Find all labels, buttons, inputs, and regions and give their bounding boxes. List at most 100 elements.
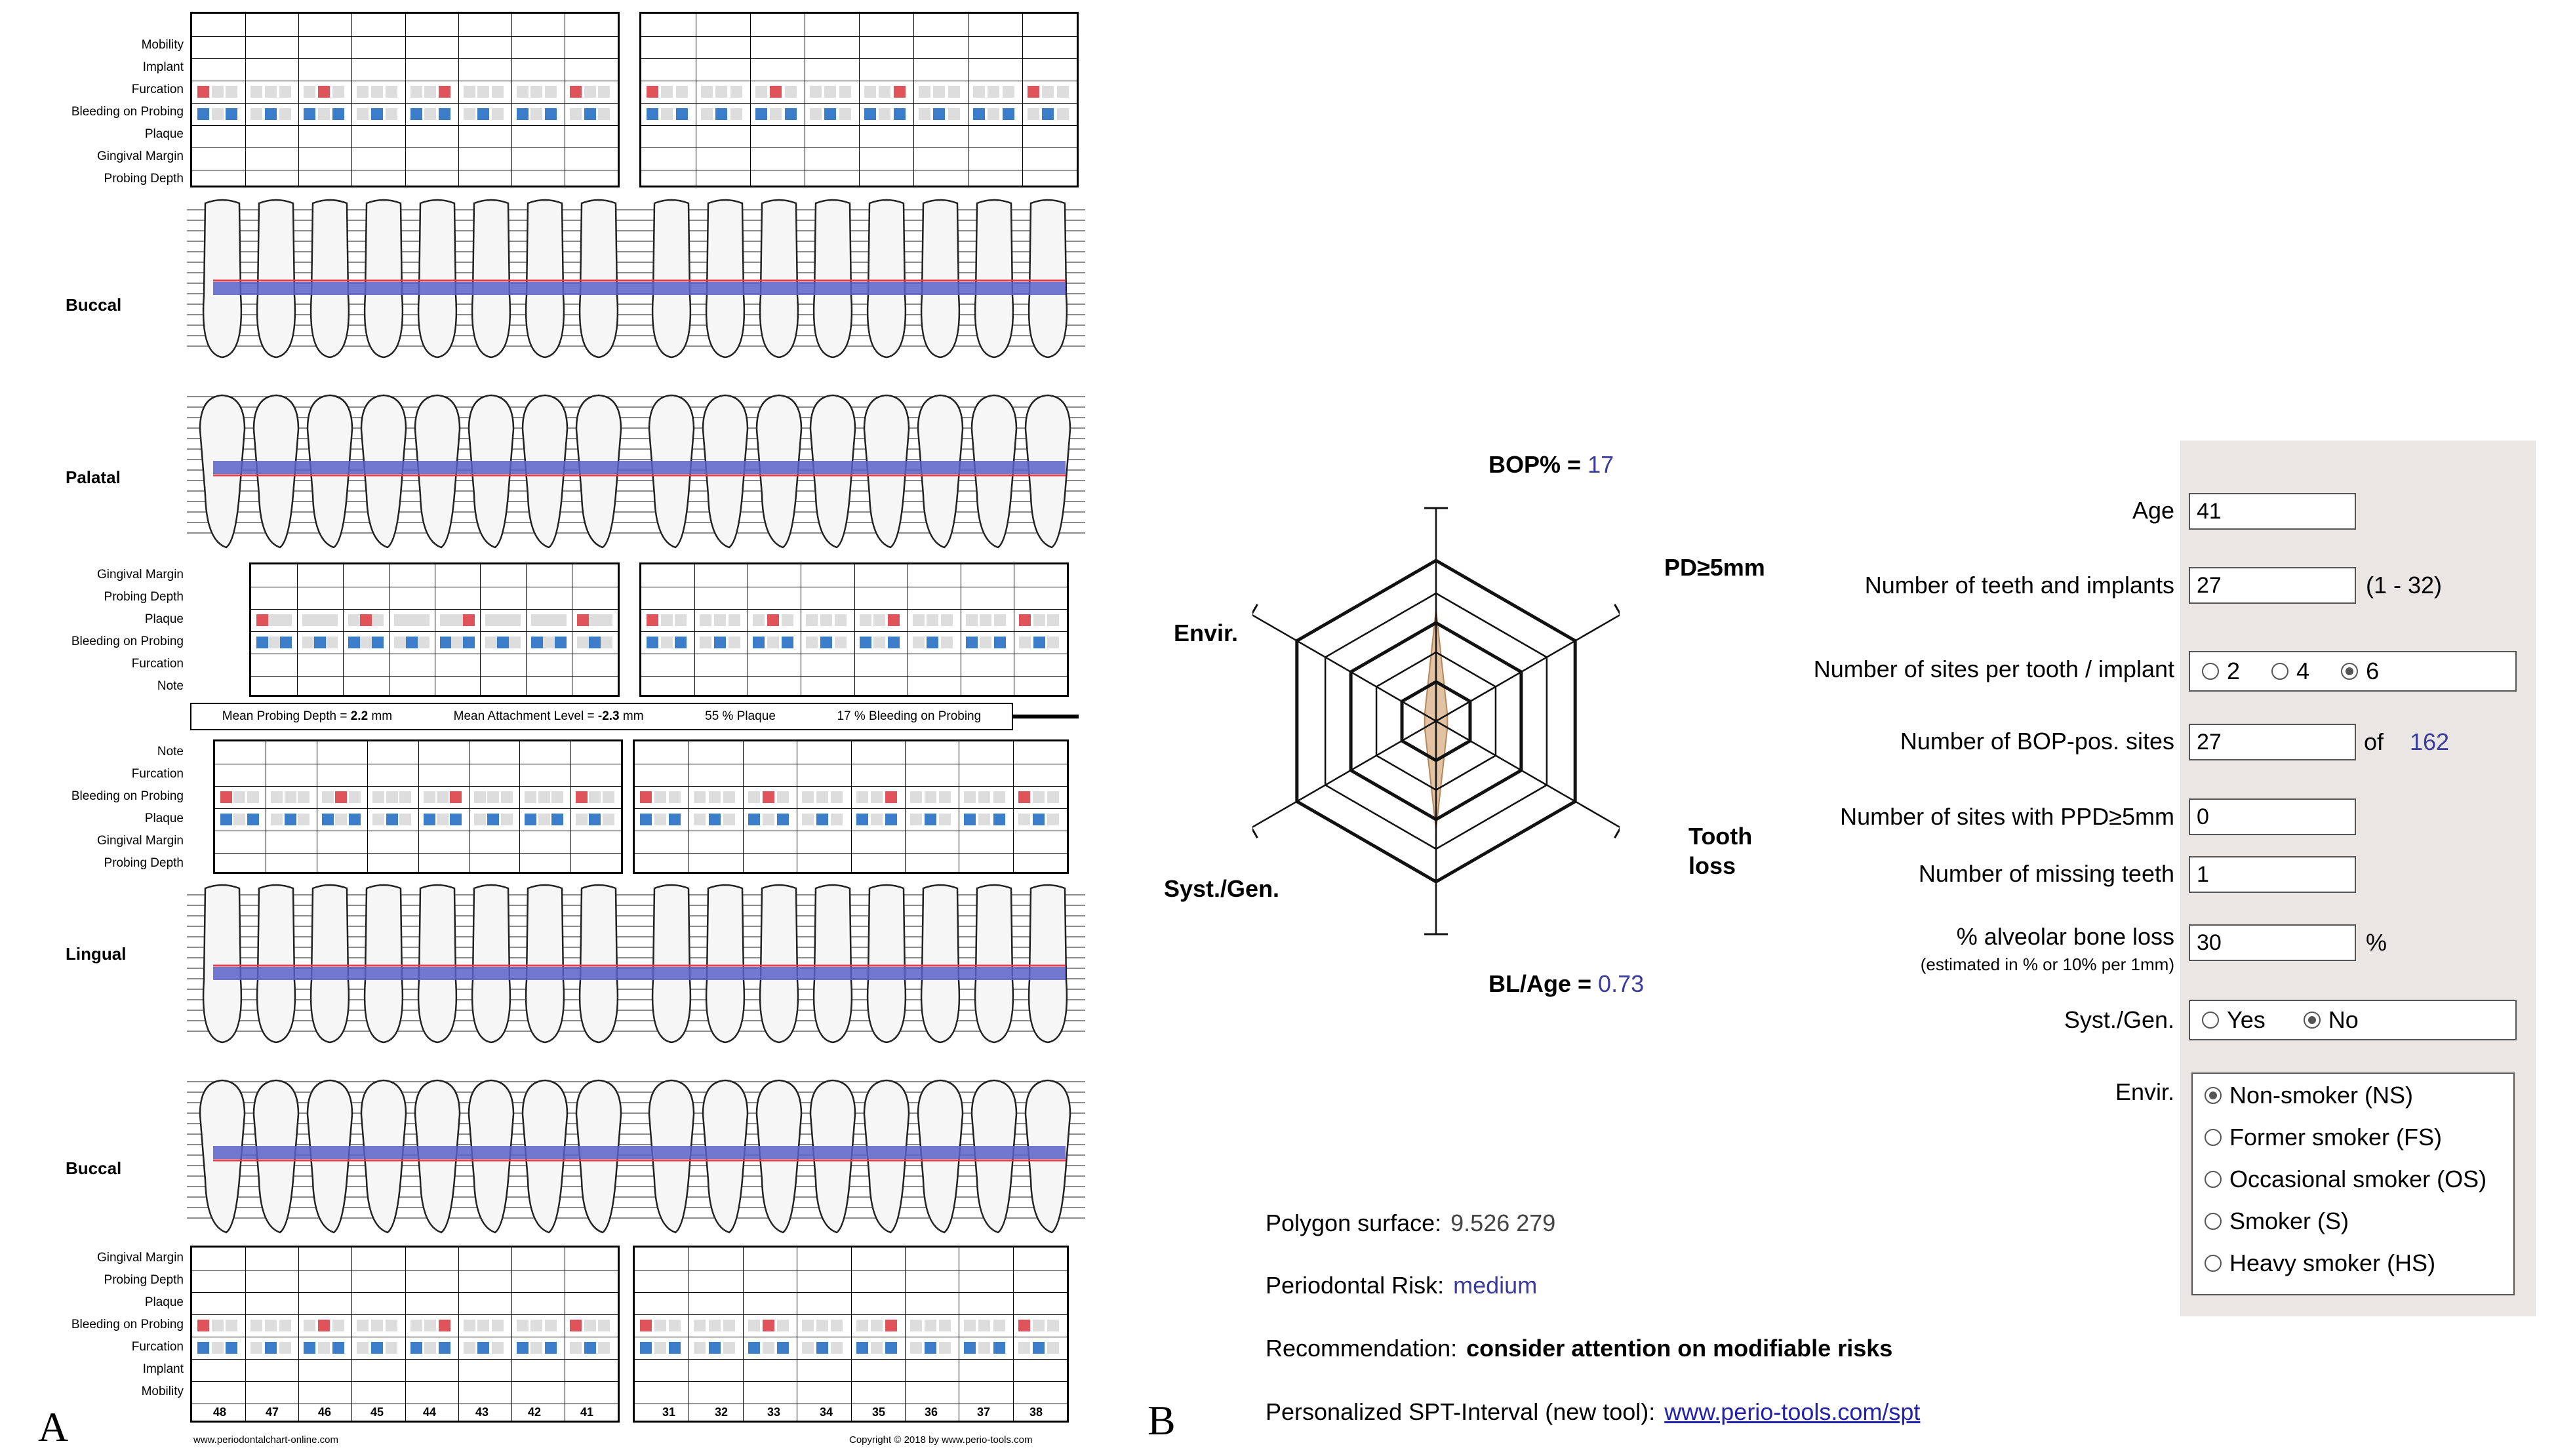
chart-row-label: Note	[157, 679, 184, 693]
empty-site-marker	[784, 86, 797, 98]
plaque-marker	[816, 814, 829, 825]
ppd-sites-input[interactable]: 0	[2189, 798, 2356, 835]
bleeding-marker	[256, 614, 268, 626]
sites-option-4[interactable]: 4	[2260, 658, 2309, 685]
empty-site-marker	[302, 637, 314, 648]
empty-site-marker	[399, 791, 412, 803]
radio-circle-icon[interactable]	[2205, 1171, 2222, 1188]
radio-selected-icon[interactable]	[2205, 1087, 2222, 1104]
radio-circle-icon[interactable]	[2271, 663, 2289, 680]
plaque-marker	[247, 814, 259, 825]
periodontal-chart-panel: 18171615141312112122232425262728 Mobilit…	[0, 0, 1115, 1456]
envir-option-heavy-smoker[interactable]: Heavy smoker (HS)	[2193, 1249, 2435, 1277]
plaque-marker	[647, 637, 658, 648]
empty-site-marker	[834, 614, 847, 626]
radio-circle-icon[interactable]	[2202, 1012, 2219, 1029]
bleeding-marker	[569, 86, 582, 98]
empty-site-marker	[870, 791, 883, 803]
empty-site-marker	[879, 108, 891, 120]
footer-left-url: www.periodontalchart-online.com	[193, 1434, 338, 1446]
teeth-count-input[interactable]: 27	[2189, 567, 2356, 604]
tooth-shape	[363, 199, 404, 359]
bleeding-marker	[1018, 1320, 1030, 1331]
mean-probing-depth: Mean Probing Depth = 2.2 mm	[222, 709, 393, 723]
empty-site-marker	[451, 637, 464, 648]
empty-site-marker	[325, 637, 338, 648]
empty-site-marker	[824, 86, 837, 98]
empty-site-marker	[939, 791, 951, 803]
empty-site-marker	[1018, 814, 1030, 825]
plaque-marker	[993, 1342, 1005, 1354]
empty-site-marker	[348, 791, 361, 803]
empty-site-marker	[399, 814, 412, 825]
syst-option-yes[interactable]: Yes	[2190, 1006, 2266, 1034]
empty-site-marker	[410, 86, 422, 98]
radio-circle-icon[interactable]	[2202, 663, 2219, 680]
grid-line	[458, 14, 459, 186]
empty-site-marker	[839, 108, 851, 120]
probing-depth-band	[213, 282, 1066, 295]
empty-site-marker	[492, 108, 504, 120]
lower-buccal-teeth-diagram	[187, 1079, 1085, 1234]
empty-site-marker	[348, 614, 360, 626]
empty-site-marker	[531, 614, 544, 626]
plaque-marker	[640, 814, 652, 825]
empty-site-marker	[247, 791, 259, 803]
grid-line	[854, 564, 855, 695]
empty-site-marker	[538, 791, 550, 803]
tooth-shape	[812, 199, 853, 359]
bone-loss-hint: (estimated in % or 10% per 1mm)	[1920, 954, 2174, 974]
spt-link[interactable]: www.perio-tools.com/spt	[1664, 1398, 1921, 1425]
plaque-marker	[321, 814, 334, 825]
empty-site-marker	[723, 1342, 735, 1354]
empty-site-marker	[964, 1320, 976, 1331]
empty-site-marker	[372, 814, 385, 825]
empty-site-marker	[386, 791, 398, 803]
empty-site-marker	[601, 637, 613, 648]
radio-selected-icon[interactable]	[2303, 1012, 2321, 1029]
empty-site-marker	[730, 108, 742, 120]
risk-axis-tick	[1252, 827, 1258, 838]
missing-teeth-input[interactable]: 1	[2189, 856, 2356, 893]
chart-row-label: Bleeding on Probing	[71, 1318, 184, 1331]
radio-circle-icon[interactable]	[2205, 1255, 2222, 1272]
syst-option-no[interactable]: No	[2292, 1006, 2359, 1034]
bop-sites-input[interactable]: 27	[2189, 724, 2356, 760]
empty-site-marker	[919, 86, 930, 98]
plaque-marker	[279, 637, 292, 648]
empty-site-marker	[675, 614, 687, 626]
envir-option-non-smoker[interactable]: Non-smoker (NS)	[2193, 1082, 2413, 1109]
radio-selected-icon[interactable]	[2341, 663, 2359, 680]
empty-site-marker	[589, 614, 601, 626]
syst-gen-label: Syst./Gen.	[2064, 1006, 2174, 1033]
envir-option-former-smoker[interactable]: Former smoker (FS)	[2193, 1124, 2442, 1151]
lower-right-top-grid	[213, 739, 623, 874]
grid-line	[904, 1248, 906, 1421]
empty-site-marker	[436, 791, 449, 803]
empty-site-marker	[1032, 1320, 1045, 1331]
empty-site-marker	[226, 86, 238, 98]
plaque-marker	[925, 1342, 936, 1354]
plaque-marker	[781, 637, 793, 648]
tooth-number: 31	[662, 1406, 676, 1419]
radio-circle-icon[interactable]	[2205, 1213, 2222, 1230]
plaque-marker	[777, 814, 789, 825]
age-input[interactable]: 41	[2189, 493, 2356, 530]
plaque-marker	[497, 637, 509, 648]
radio-circle-icon[interactable]	[2205, 1129, 2222, 1146]
empty-site-marker	[980, 637, 992, 648]
bone-loss-input[interactable]: 30	[2189, 924, 2356, 961]
empty-site-marker	[675, 86, 688, 98]
empty-site-marker	[250, 108, 263, 120]
empty-site-marker	[393, 637, 406, 648]
grid-line	[742, 741, 744, 872]
plaque-marker	[856, 1342, 868, 1354]
empty-site-marker	[669, 791, 681, 803]
empty-site-marker	[211, 1342, 224, 1354]
tooth-shape	[525, 884, 565, 1044]
sites-option-2[interactable]: 2	[2190, 658, 2240, 685]
envir-option-occasional-smoker[interactable]: Occasional smoker (OS)	[2193, 1166, 2486, 1193]
tooth-shape	[651, 884, 692, 1044]
envir-option-smoker[interactable]: Smoker (S)	[2193, 1208, 2349, 1235]
sites-option-6[interactable]: 6	[2329, 658, 2379, 685]
